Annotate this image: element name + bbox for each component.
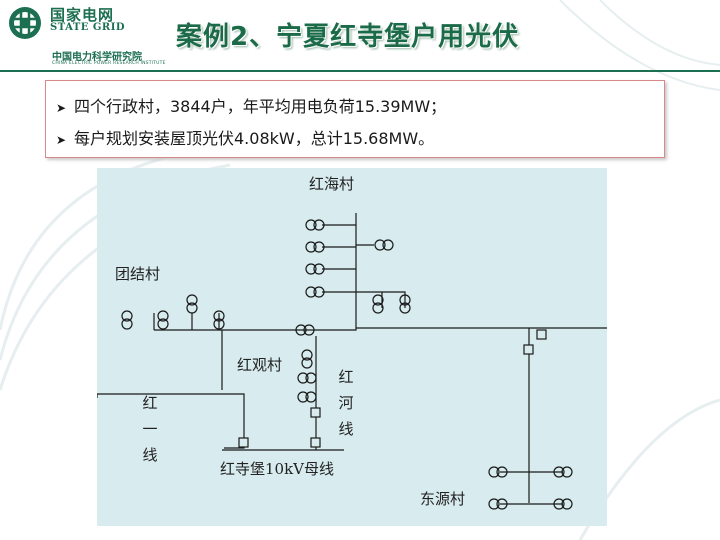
transformer-icon xyxy=(372,294,384,314)
transformer-icon xyxy=(488,466,508,478)
institute-name-en: CHINA ELECTRIC POWER RESEARCH INSTITUTE xyxy=(52,61,166,66)
transformer-icon xyxy=(553,498,573,510)
switch-icon xyxy=(523,344,534,355)
transformer-icon xyxy=(488,498,508,510)
transformer-icon xyxy=(374,239,394,251)
header-divider xyxy=(0,70,720,72)
grid-lines xyxy=(97,213,607,505)
header: 国家电网 STATE GRID 中国电力科学研究院 CHINA ELECTRIC… xyxy=(0,0,720,75)
logo-text-cn: 国家电网 xyxy=(50,6,115,24)
feeder-label-hongyi: 红 一 线 xyxy=(142,394,158,464)
transformer-icon xyxy=(305,263,325,275)
transformer-symbols xyxy=(121,219,573,510)
bullet-box: ➤ 四个行政村，3844户，年平均用电负荷15.39MW； ➤ 每户规划安装屋顶光伏… xyxy=(45,80,665,158)
state-grid-logo-icon xyxy=(9,7,41,39)
bullet-text: 每户规划安装屋顶光伏4.08kW，总计15.68MW。 xyxy=(74,129,435,148)
transformer-icon xyxy=(157,310,169,330)
transformer-icon xyxy=(305,219,325,231)
feeder-label-honghe: 红 河 线 xyxy=(338,368,354,438)
grid-diagram: 红海村 团结村 红观村 东源村 红寺堡10kV母线 红 一 线 红 河 线 xyxy=(97,168,607,526)
slide-title: 案例2、宁夏红寺堡户用光伏 xyxy=(176,22,520,52)
bullet-arrow-icon: ➤ xyxy=(56,133,67,147)
bus-label: 红寺堡10kV母线 xyxy=(220,460,335,478)
transformer-icon xyxy=(297,372,317,384)
village-label-dongyuan: 东源村 xyxy=(420,490,466,508)
bullet-arrow-icon: ➤ xyxy=(56,101,67,115)
switch-icon xyxy=(310,437,321,448)
switch-icon xyxy=(310,407,321,418)
transformer-icon xyxy=(305,286,325,298)
bullet-text: 四个行政村，3844户，年平均用电负荷15.39MW； xyxy=(74,97,447,116)
transformer-icon xyxy=(301,349,313,369)
transformer-icon xyxy=(399,294,411,314)
transformer-icon xyxy=(121,310,133,330)
transformer-icon xyxy=(186,294,198,314)
switch-icon xyxy=(536,329,547,340)
transformer-icon xyxy=(295,324,315,336)
transformer-icon xyxy=(213,310,225,330)
logo-text-en: STATE GRID xyxy=(50,22,126,33)
institute-name-cn: 中国电力科学研究院 xyxy=(52,52,142,63)
transformer-icon xyxy=(553,466,573,478)
village-label-hongguan: 红观村 xyxy=(237,356,283,374)
village-label-honghai: 红海村 xyxy=(309,175,355,193)
switch-icon xyxy=(238,437,249,448)
transformer-icon xyxy=(305,241,325,253)
bullet-item: ➤ 四个行政村，3844户，年平均用电负荷15.39MW； xyxy=(56,93,446,117)
transformer-icon xyxy=(297,391,317,403)
village-label-tuanjie: 团结村 xyxy=(115,265,161,283)
bullet-item: ➤ 每户规划安装屋顶光伏4.08kW，总计15.68MW。 xyxy=(56,125,434,149)
